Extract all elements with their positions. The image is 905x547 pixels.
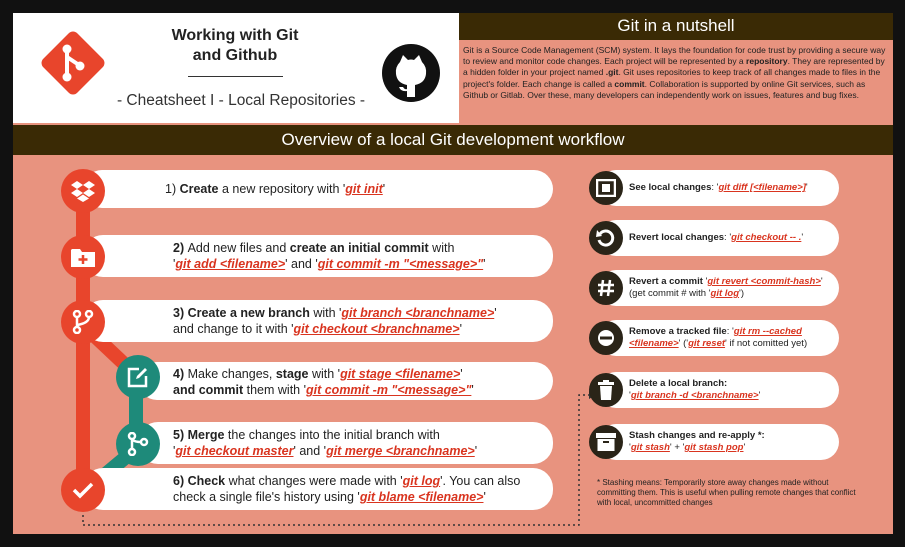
side-stash-text: Stash changes and re-apply *: 'git stash…: [629, 430, 765, 453]
step-5-text: 5) Merge the changes into the initial br…: [173, 428, 478, 458]
side-delete-branch-text: Delete a local branch: 'git branch -d <b…: [629, 378, 761, 401]
overview-title: Overview of a local Git development work…: [281, 130, 625, 149]
git-logo-icon: [41, 31, 105, 95]
side-diff-pill: [598, 170, 839, 206]
step-6-pill: [83, 468, 553, 510]
nutshell-text: Git is a Source Code Management (SCM) sy…: [463, 45, 886, 100]
page-title: Working with Git and Github: [141, 26, 329, 66]
step-5-pill: [138, 422, 553, 464]
trash-icon: [589, 373, 623, 407]
page-subtitle: - Cheatsheet I - Local Repositories -: [116, 92, 366, 109]
new-folder-icon: [61, 235, 105, 279]
step-1-text: 1) Create a new repository with 'git ini…: [165, 182, 386, 196]
nutshell-panel: Git in a nutshell Git is a Source Code M…: [459, 13, 893, 123]
step-1-pill: [83, 170, 553, 208]
nutshell-title: Git in a nutshell: [617, 16, 735, 35]
header-left-panel: Working with Git and Github - Cheatsheet…: [13, 13, 459, 123]
side-revert-local-text: Revert local changes: 'git checkout -- .…: [629, 232, 804, 243]
side-revert-commit-text: Revert a commit 'git revert <commit-hash…: [629, 276, 823, 299]
branch-icon: [61, 300, 105, 344]
side-remove-pill: [598, 320, 839, 356]
dropbox-icon: [61, 169, 105, 213]
step-4-text: 4) Make changes, stage with 'git stage <…: [173, 367, 474, 397]
undo-icon: [589, 221, 623, 255]
step-3-pill: [83, 300, 553, 342]
step-4-pill: [138, 362, 553, 400]
title-divider: [188, 76, 283, 77]
side-diff-text: See local changes: 'git diff [<filename>…: [629, 182, 808, 193]
side-revert-commit-pill: [598, 270, 839, 306]
merge-icon: [116, 422, 160, 466]
step-6-text: 6) Check what changes were made with 'gi…: [173, 474, 521, 504]
stash-footnote: * Stashing means: Temporarily store away…: [597, 478, 856, 507]
title-line-1: Working with Git: [171, 27, 299, 44]
checkmark-icon: [61, 468, 105, 512]
edit-icon: [116, 355, 160, 399]
minus-icon: [589, 321, 623, 355]
cheatsheet-frame: Working with Git and Github - Cheatsheet…: [13, 13, 893, 534]
side-delete-branch-pill: [598, 372, 839, 408]
archive-icon: [589, 425, 623, 459]
hash-icon: [589, 271, 623, 305]
side-remove-text: Remove a tracked file: 'git rm --cached …: [629, 326, 808, 349]
side-revert-local-pill: [598, 220, 839, 256]
diff-icon: [589, 171, 623, 205]
github-octocat-icon: [382, 44, 440, 102]
step-2-text: 2) Add new files and create an initial c…: [173, 241, 486, 271]
nutshell-title-bar: Git in a nutshell: [459, 13, 893, 40]
title-line-2: and Github: [192, 47, 278, 64]
overview-title-bar: Overview of a local Git development work…: [13, 125, 893, 155]
side-stash-pill: [598, 424, 839, 460]
step-2-pill: [83, 235, 553, 277]
step-3-text: 3) Create a new branch with 'git branch …: [173, 306, 497, 336]
